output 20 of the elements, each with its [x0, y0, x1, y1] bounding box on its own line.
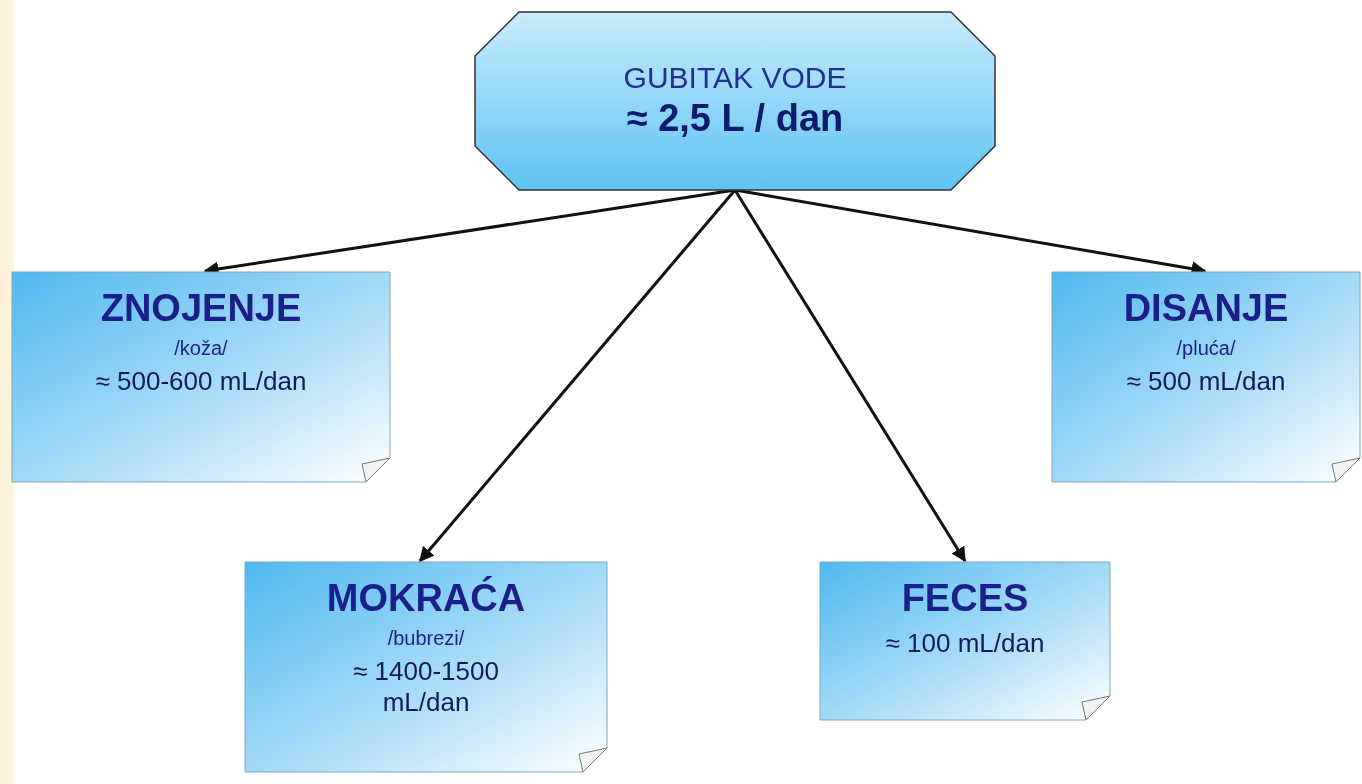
node-text: ≈ 500-600 mL/dan [95, 365, 307, 397]
node-text: ≈ 1400-1500 mL/dan [352, 655, 500, 718]
node-title: FECES [901, 576, 1029, 621]
arrow [418, 189, 737, 563]
node-title: GUBITAK VODE [623, 60, 847, 97]
node-title: MOKRAĆA [326, 576, 526, 621]
note-box [245, 562, 607, 772]
arrow [733, 189, 967, 563]
node-text: /koža/ [174, 335, 228, 360]
node-text: ≈ 100 mL/dan [885, 627, 1045, 659]
node-text: ≈ 2,5 L / dan [626, 96, 844, 142]
note-box [12, 272, 390, 482]
node-text: ≈ 500 mL/dan [1126, 365, 1286, 397]
note-box [1052, 272, 1360, 482]
node-text: /pluća/ [1176, 335, 1236, 360]
note-box [820, 562, 1110, 720]
node-title: ZNOJENJE [100, 286, 302, 331]
node-title: DISANJE [1123, 286, 1289, 331]
node-text: /bubrezi/ [387, 625, 465, 650]
octagon-box [475, 12, 995, 190]
